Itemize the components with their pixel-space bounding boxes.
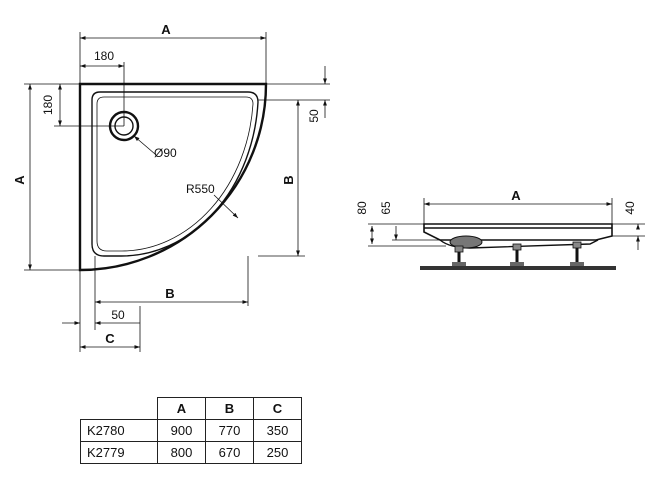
table-cell-b: 770 xyxy=(205,419,254,442)
side-legs xyxy=(452,241,584,266)
plan-dim-b-h-label: B xyxy=(165,286,174,301)
table-cell-a: 900 xyxy=(157,419,206,442)
table-cell-model: K2779 xyxy=(80,441,158,464)
plan-dim-a-v-label: A xyxy=(12,175,27,185)
dimensions-table: A B C K2780 900 770 350 K2779 800 670 25… xyxy=(80,397,302,464)
plan-dim-50-top-label: 50 xyxy=(307,109,321,123)
table-cell-c: 250 xyxy=(253,441,302,464)
table-cell-b: 670 xyxy=(205,441,254,464)
table-cell-a: 800 xyxy=(157,441,206,464)
table-header-b: B xyxy=(205,397,254,420)
table-row: K2780 900 770 350 xyxy=(80,419,302,442)
side-dim-a-label: A xyxy=(511,188,521,203)
table-cell-c: 350 xyxy=(253,419,302,442)
side-dim-80-label: 80 xyxy=(355,201,369,215)
side-dim-65-label: 65 xyxy=(379,201,393,215)
side-view: A 80 65 40 xyxy=(355,188,645,270)
tray-inner-basin xyxy=(91,91,259,257)
plan-dim-50-bottom-label: 50 xyxy=(111,308,125,322)
plan-drain-diameter-label: Ø90 xyxy=(154,146,177,160)
plan-dim-c-label: C xyxy=(105,331,115,346)
plan-dim-180-v-label: 180 xyxy=(41,95,55,115)
side-tray-top xyxy=(423,223,613,241)
side-dim-40-label: 40 xyxy=(623,201,637,215)
table-header-c: C xyxy=(253,397,302,420)
table-row: K2779 800 670 250 xyxy=(80,441,302,464)
plan-radius-label: R550 xyxy=(186,182,215,196)
table-header-a: A xyxy=(157,397,206,420)
plan-dim-b-v-label: B xyxy=(281,175,296,184)
plan-dim-a-label: A xyxy=(161,22,171,37)
side-drain-body xyxy=(449,235,483,249)
tray-inner-basin-rim xyxy=(96,96,254,252)
table-cell-model: K2780 xyxy=(80,419,158,442)
table-corner-blank xyxy=(80,397,158,420)
table-header-row: A B C xyxy=(80,397,302,420)
side-floor xyxy=(420,266,616,270)
plan-view: A 180 180 50 B A B 50 xyxy=(12,22,330,352)
plan-dim-180-h-label: 180 xyxy=(94,49,114,63)
